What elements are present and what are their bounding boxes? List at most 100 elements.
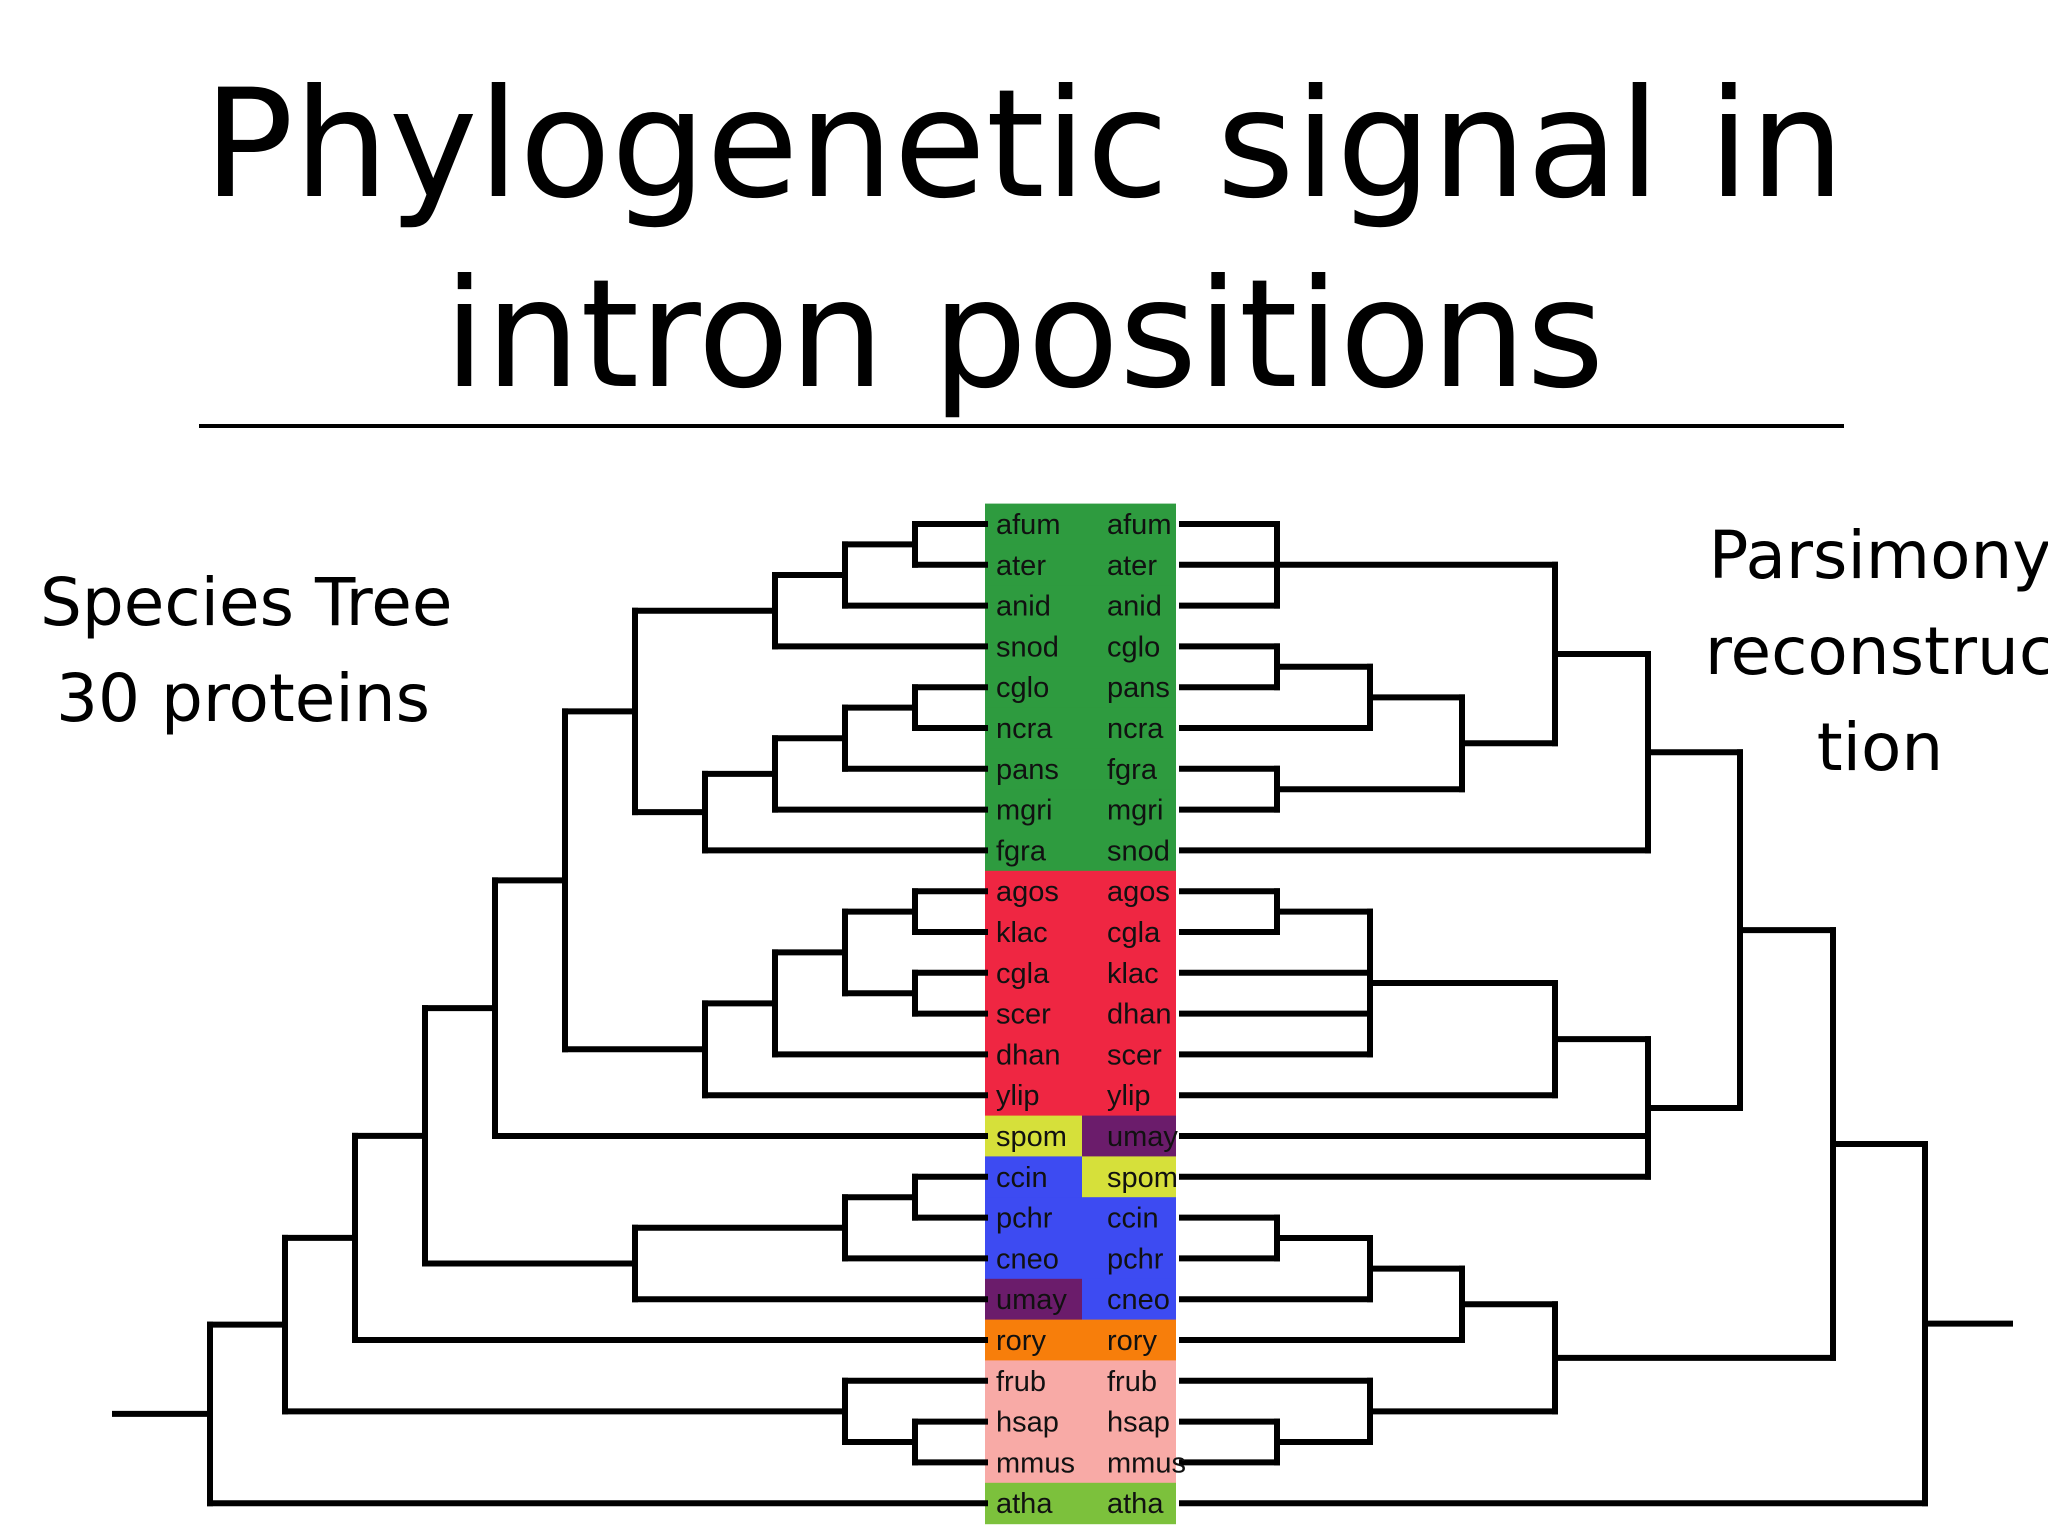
left-taxon-block <box>985 1360 1082 1402</box>
left-taxon-label: umay <box>996 1284 1067 1316</box>
species-tree-label: Species Tree 30 proteins <box>40 555 453 747</box>
left-taxon-block <box>985 1115 1082 1157</box>
parsimony-label-line1: Parsimony <box>1708 517 2048 594</box>
right-taxon-block <box>1082 585 1176 627</box>
left-taxon-label: cglo <box>996 672 1049 704</box>
right-taxon-label: afum <box>1107 509 1171 541</box>
right-taxon-block <box>1082 1197 1176 1239</box>
right-taxon-block <box>1082 1074 1176 1117</box>
right-taxon-block <box>1082 911 1176 953</box>
left-taxon-label: klac <box>996 917 1048 949</box>
left-taxon-label: agos <box>996 876 1059 908</box>
left-taxon-block <box>985 952 1082 994</box>
left-taxon-label: anid <box>996 591 1051 623</box>
right-taxon-label: klac <box>1107 958 1159 990</box>
right-taxon-block <box>1082 1278 1176 1321</box>
title-underline <box>199 424 1844 428</box>
left-taxon-label: pchr <box>996 1203 1053 1235</box>
right-taxon-label: rory <box>1107 1325 1157 1357</box>
left-taxon-block <box>985 666 1082 709</box>
left-taxon-block <box>985 993 1082 1035</box>
right-taxon-label: fgra <box>1107 754 1158 786</box>
parsimony-label-line2: reconstruc <box>1704 613 2048 690</box>
right-taxon-label: mgri <box>1107 795 1163 827</box>
left-taxon-label: ater <box>996 550 1046 582</box>
left-taxon-block <box>985 626 1082 668</box>
right-taxon-label: hsap <box>1107 1407 1170 1439</box>
right-taxon-block <box>1082 748 1176 790</box>
right-taxon-block <box>1082 870 1176 913</box>
right-taxon-label: spom <box>1107 1162 1178 1194</box>
left-taxon-label: pans <box>996 754 1059 786</box>
right-taxon-block <box>1082 666 1176 709</box>
right-taxon-label: pchr <box>1107 1243 1164 1275</box>
right-taxon-block <box>1082 1360 1176 1402</box>
right-taxon-label: agos <box>1107 876 1170 908</box>
right-taxon-label: snod <box>1107 835 1170 867</box>
left-taxon-block <box>985 1401 1082 1443</box>
left-taxon-block <box>985 1278 1082 1321</box>
taxon-labels: afum ater anid snod cglo ncra pans mgri fgra agos… <box>996 509 1186 1520</box>
right-taxon-label: cgla <box>1107 917 1161 949</box>
right-taxon-label: cglo <box>1107 631 1160 663</box>
right-taxon-block <box>1082 544 1176 586</box>
left-taxon-label: frub <box>996 1366 1046 1398</box>
right-taxon-label: pans <box>1107 672 1170 704</box>
parsimony-tree <box>1179 521 2013 1507</box>
left-taxon-block <box>985 870 1082 913</box>
right-taxon-label: ccin <box>1107 1203 1159 1235</box>
left-taxon-block <box>985 1074 1082 1117</box>
left-taxon-label: ncra <box>996 713 1053 745</box>
left-taxon-block <box>985 1197 1082 1239</box>
right-taxon-block <box>1082 1442 1176 1484</box>
slide-title-line1: Phylogenetic signal in <box>203 58 1845 232</box>
left-taxon-label: ccin <box>996 1162 1048 1194</box>
left-taxon-label: hsap <box>996 1407 1059 1439</box>
right-taxon-block <box>1082 1156 1176 1198</box>
right-taxon-label: ncra <box>1107 713 1164 745</box>
right-taxon-label: ater <box>1107 550 1157 582</box>
left-taxon-label: snod <box>996 631 1059 663</box>
right-taxon-block <box>1082 1319 1176 1361</box>
right-taxon-block <box>1082 830 1176 872</box>
left-taxon-label: afum <box>996 509 1060 541</box>
right-taxon-block <box>1082 503 1176 545</box>
right-taxon-block <box>1082 707 1176 749</box>
right-taxon-label: cneo <box>1107 1284 1170 1316</box>
right-taxon-block <box>1082 993 1176 1035</box>
left-taxon-label: rory <box>996 1325 1046 1357</box>
right-taxon-block <box>1082 1115 1176 1157</box>
left-taxon-block <box>985 707 1082 749</box>
left-taxon-block <box>985 1482 1082 1525</box>
left-taxon-label: cgla <box>996 958 1050 990</box>
left-taxon-block <box>985 830 1082 872</box>
left-taxon-label: mgri <box>996 795 1052 827</box>
right-taxon-label: mmus <box>1107 1447 1186 1479</box>
right-taxon-block <box>1082 1034 1176 1076</box>
left-taxon-label: fgra <box>996 835 1047 867</box>
left-taxon-block <box>985 544 1082 586</box>
right-taxon-block <box>1082 952 1176 994</box>
left-taxon-label: mmus <box>996 1447 1075 1479</box>
left-taxon-label: ylip <box>996 1080 1040 1112</box>
left-taxon-block <box>985 585 1082 627</box>
left-taxon-label: dhan <box>996 1039 1061 1071</box>
right-taxon-label: scer <box>1107 1039 1162 1071</box>
right-taxon-label: frub <box>1107 1366 1157 1398</box>
right-taxon-label: dhan <box>1107 999 1172 1031</box>
left-taxon-label: scer <box>996 999 1051 1031</box>
left-taxon-block <box>985 748 1082 790</box>
left-taxon-label: spom <box>996 1121 1067 1153</box>
species-tree-label-line1: Species Tree <box>40 564 453 641</box>
right-taxon-block <box>1082 1401 1176 1443</box>
left-taxon-block <box>985 1238 1082 1280</box>
left-taxon-label: cneo <box>996 1243 1059 1275</box>
left-taxon-label: atha <box>996 1488 1053 1520</box>
left-taxon-block <box>985 911 1082 953</box>
right-taxon-block <box>1082 789 1176 831</box>
parsimony-label: Parsimony reconstruc tion <box>1690 508 2048 796</box>
left-taxon-block <box>985 1442 1082 1484</box>
right-taxon-block <box>1082 626 1176 668</box>
left-taxon-block <box>985 503 1082 545</box>
right-taxon-block <box>1082 1482 1176 1525</box>
